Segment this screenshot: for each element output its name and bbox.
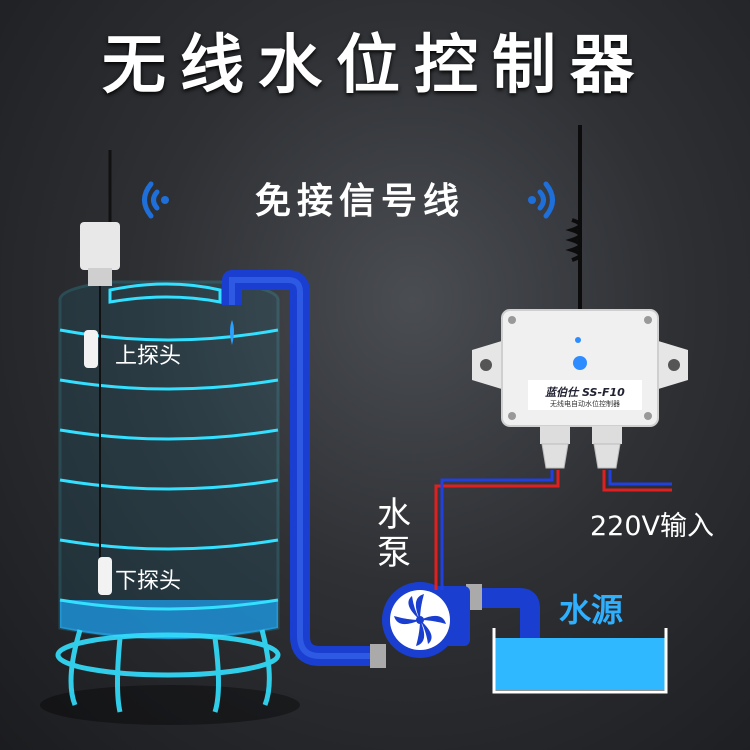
subtitle: 免接信号线: [254, 181, 465, 222]
fan-icon: [394, 594, 446, 646]
water-source-label: 水源: [559, 591, 624, 629]
inlet-pipe: [466, 584, 540, 640]
upper-probe-label: 上探头: [115, 344, 182, 369]
sensor-transmitter: [80, 150, 120, 595]
water-pump: [382, 582, 470, 658]
lower-probe: [98, 557, 112, 595]
power-wires: [434, 470, 672, 590]
power-input-label: 220V输入: [590, 511, 715, 542]
page-title: 无线水位控制器: [102, 29, 648, 103]
device-model-label: 蓝伯仕 SS-F10: [545, 386, 625, 399]
wifi-signal-icon: [142, 181, 169, 219]
water-source-tank: [492, 628, 668, 694]
controller-box: [472, 125, 688, 469]
water-tank: [55, 280, 281, 713]
device-subtitle-label: 无线电自动水位控制器: [550, 400, 620, 408]
pump-label: 水泵: [377, 495, 411, 573]
wifi-signal-icon: [528, 181, 555, 219]
water-pipe: [222, 270, 386, 668]
upper-probe: [84, 330, 98, 368]
lower-probe-label: 下探头: [115, 569, 182, 594]
